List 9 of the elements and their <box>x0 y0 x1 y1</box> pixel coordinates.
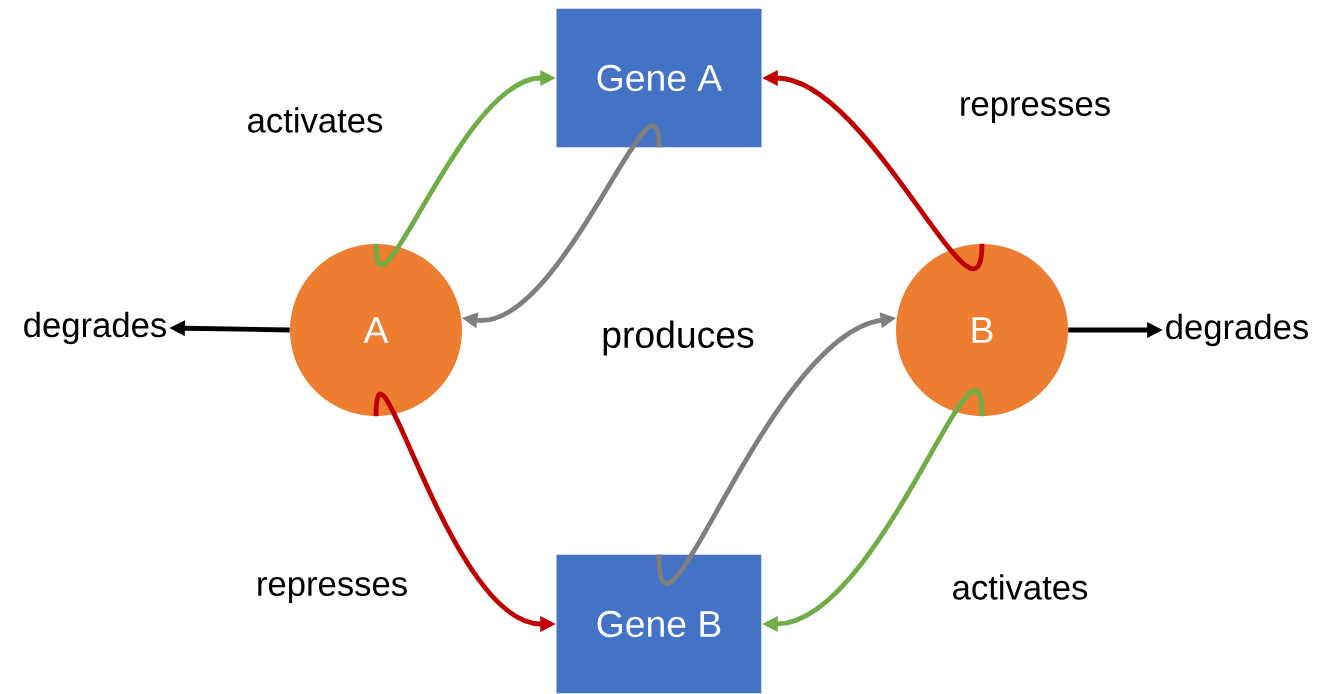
output-text: degrades <box>24 311 166 345</box>
edge-label: represses <box>254 575 410 605</box>
process-label: produces <box>603 320 754 356</box>
gene-box: Gene A <box>556 8 762 148</box>
edge-label: represses <box>957 95 1113 125</box>
edge-label: activates <box>245 105 385 135</box>
edge-label: activates <box>950 572 1090 602</box>
output-text: degrades <box>1166 313 1308 347</box>
gene-box: Gene B <box>556 554 762 694</box>
